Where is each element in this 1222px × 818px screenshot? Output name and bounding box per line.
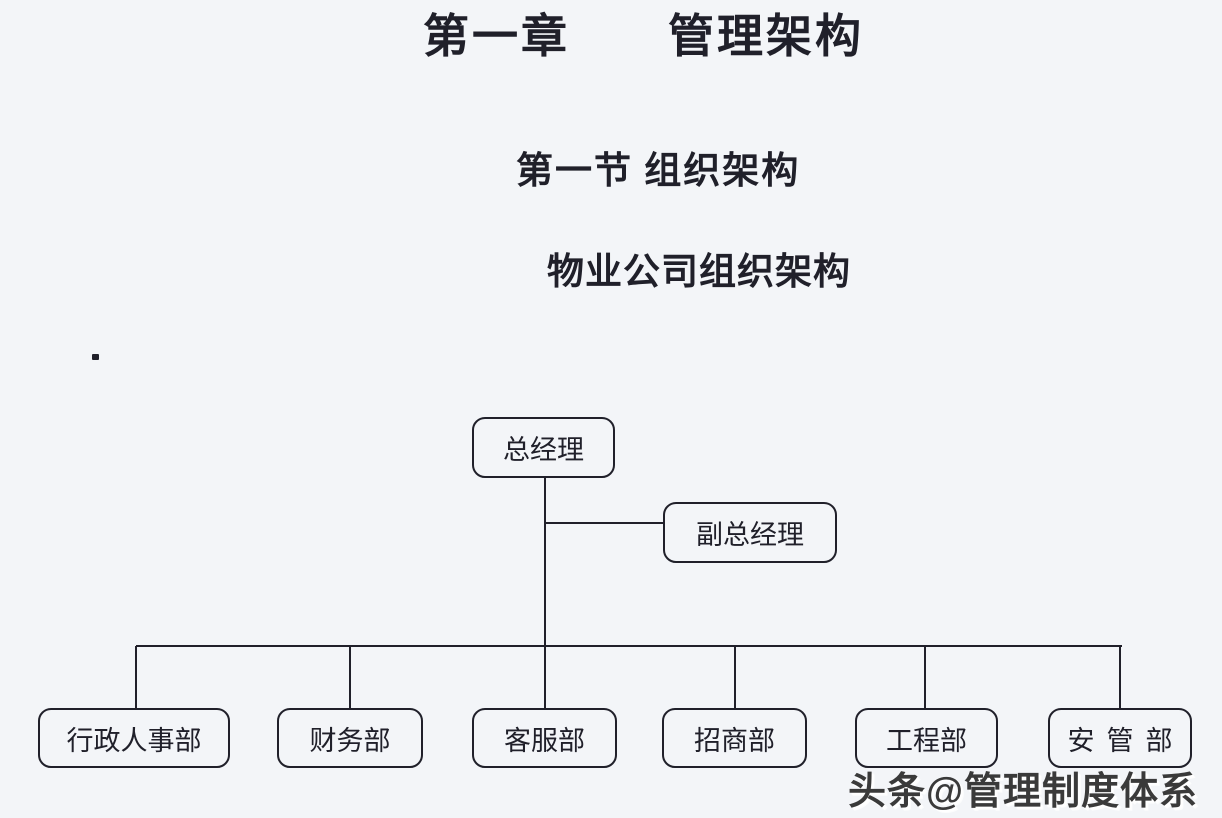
connector-root-vertical-line	[544, 478, 546, 708]
connector-drop-line-admin-hr	[135, 646, 137, 709]
section-title: 第一节 组织架构	[516, 151, 801, 192]
org-node-label: 行政人事部	[66, 725, 202, 756]
connector-deputy-branch-line	[545, 522, 664, 524]
org-node-label: 副总经理	[696, 520, 804, 550]
org-node-admin-hr-dept: 行政人事部	[38, 708, 230, 768]
org-node-deputy-general-manager: 副总经理	[663, 502, 837, 563]
org-node-label: 招商部	[694, 725, 775, 756]
chapter-title: 第一章 管理架构	[423, 11, 864, 62]
org-node-security-dept: 安管部	[1048, 708, 1192, 768]
connector-drop-line-engineering	[924, 646, 926, 709]
connector-departments-row-line	[136, 645, 1122, 647]
org-node-general-manager: 总经理	[472, 417, 615, 478]
org-node-customer-service-dept: 客服部	[472, 708, 617, 768]
org-node-engineering-dept: 工程部	[855, 708, 998, 768]
org-node-label: 工程部	[886, 725, 967, 756]
stray-period-mark	[92, 354, 99, 360]
connector-drop-line-leasing	[734, 646, 736, 709]
watermark-toutiao: 头条@管理制度体系	[847, 771, 1198, 813]
org-node-label: 总经理	[503, 435, 584, 465]
org-node-finance-dept: 财务部	[277, 708, 423, 768]
org-node-label: 财务部	[309, 725, 391, 756]
org-node-leasing-dept: 招商部	[662, 708, 807, 768]
org-node-label: 安管部	[1067, 725, 1185, 756]
connector-drop-line-security	[1119, 646, 1121, 709]
org-node-label: 客服部	[504, 725, 585, 756]
connector-drop-line-finance	[349, 646, 351, 709]
figure-title: 物业公司组织架构	[547, 251, 851, 292]
